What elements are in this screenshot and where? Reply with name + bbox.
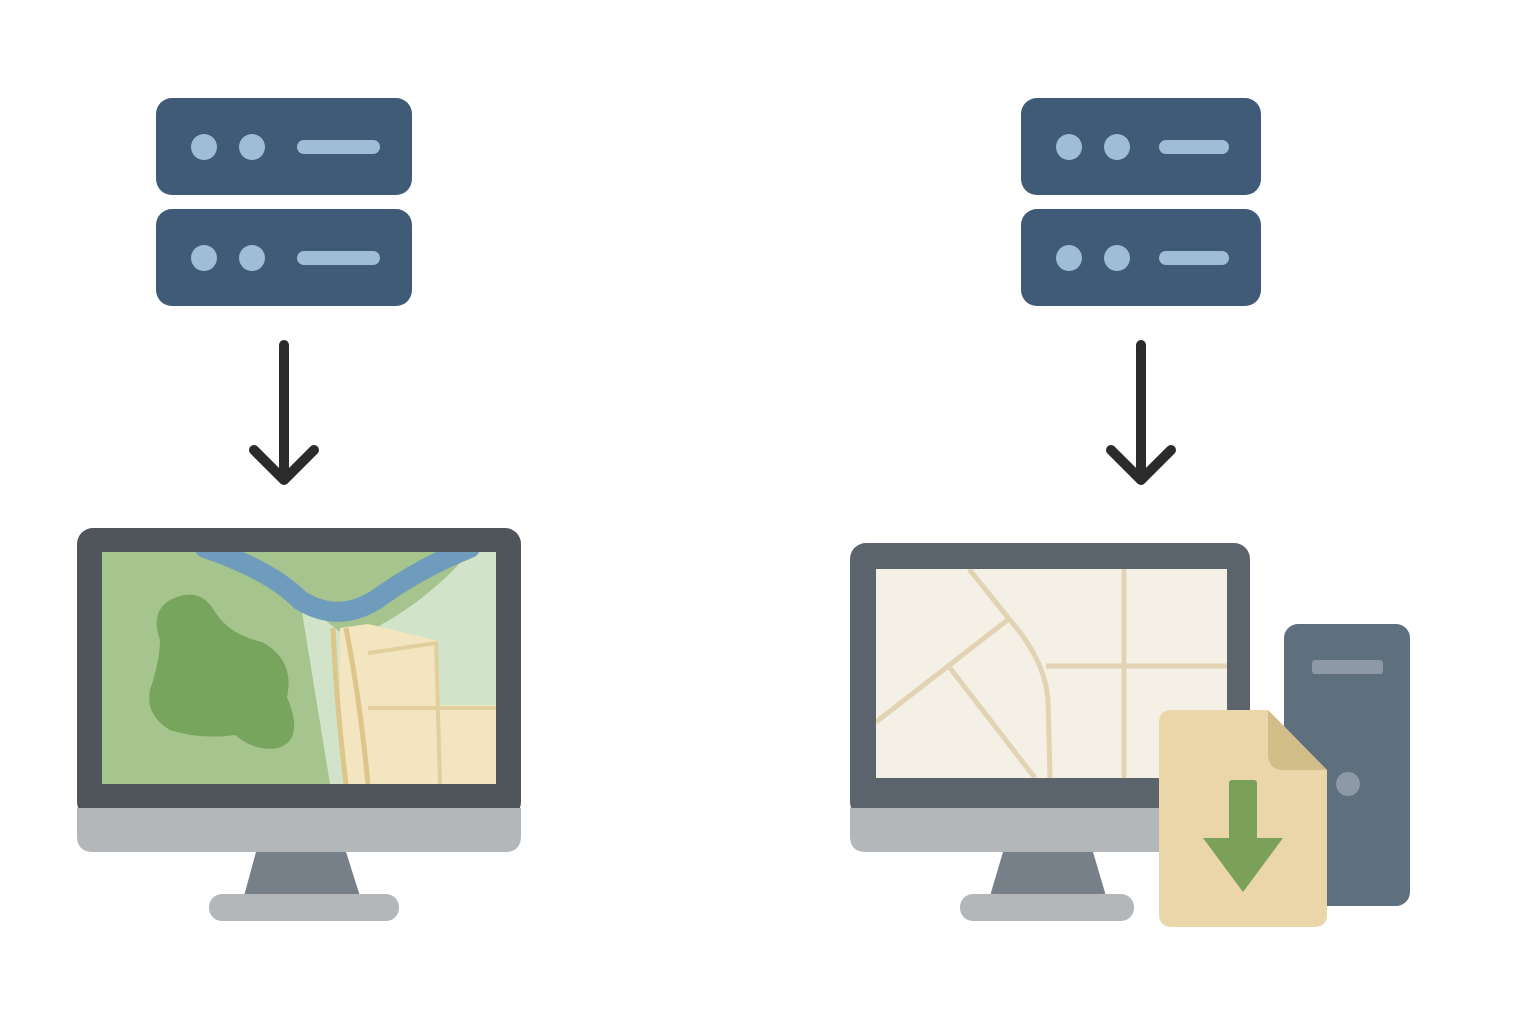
- download-file-icon: [1159, 710, 1327, 927]
- left-flow: [77, 98, 521, 921]
- right-server-stack-icon: [1021, 98, 1261, 306]
- left-desktop-monitor-icon: [77, 528, 521, 921]
- left-forest-area: [149, 594, 295, 749]
- left-raster-map-screen: [102, 552, 496, 784]
- left-arrow-down-icon: [249, 340, 319, 485]
- right-desktop-monitor-icon: [850, 543, 1250, 921]
- right-arrow-down-icon: [1106, 340, 1176, 485]
- download-arrow-icon: [1203, 780, 1283, 892]
- left-server-stack-icon: [156, 98, 412, 306]
- right-flow: [850, 98, 1410, 927]
